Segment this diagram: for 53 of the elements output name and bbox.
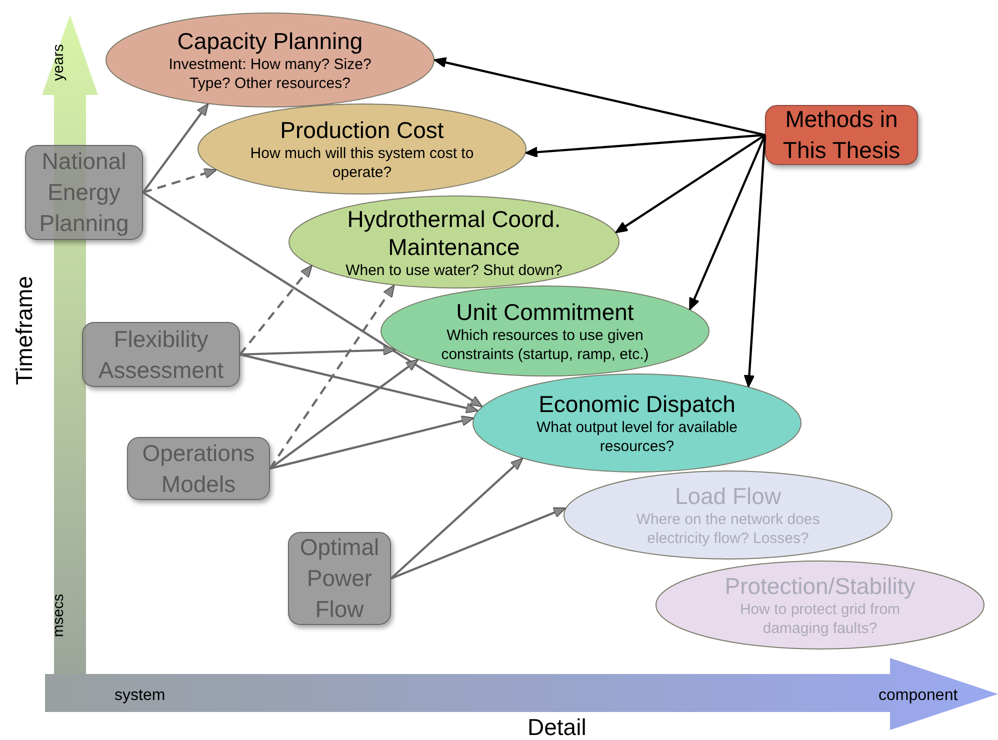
arrow: [142, 168, 217, 194]
arrow: [524, 134, 766, 158]
ellipse-node: [563, 470, 893, 560]
node-title: Unit Commitment: [456, 298, 634, 326]
axis-label: Timeframe: [10, 275, 38, 385]
arrow: [390, 507, 566, 580]
rounded-box: [288, 532, 391, 625]
arrow: [142, 192, 483, 408]
arrow: [240, 344, 396, 356]
node-label: National Energy Planning: [38, 147, 130, 238]
node-title: Production Cost: [280, 116, 444, 144]
arrow: [744, 134, 766, 388]
axis-label: system: [114, 687, 166, 705]
axis-label: years: [49, 44, 66, 80]
ellipse-node: [105, 12, 435, 108]
node-description: Which resources to use given constraints (startup, ramp, etc.): [440, 326, 650, 364]
node-title: Protection/Stability: [724, 572, 916, 600]
arrow: [390, 458, 524, 580]
node-label: Operations Models: [141, 438, 256, 498]
arrow: [615, 134, 766, 234]
node-label: Optimal Power Flow: [298, 533, 380, 624]
arrow: [269, 284, 395, 470]
highlight-box: [765, 105, 918, 165]
rounded-box: [25, 145, 143, 240]
rounded-box: [127, 437, 270, 500]
node-description: Investment: How many? Size? Type? Other resources?: [168, 55, 372, 93]
node-title: Hydrothermal Coord. Maintenance: [346, 204, 562, 260]
axis-label: component: [878, 687, 958, 705]
node-description: How much will this system cost to operate?: [249, 144, 475, 182]
axis-label: msecs: [50, 593, 67, 637]
ellipse-node: [472, 373, 802, 473]
node-label: Methods in This Thesis: [782, 105, 902, 165]
ellipse-node: [288, 195, 620, 289]
arrow: [142, 103, 209, 194]
node-description: Where on the network does electricity flow? Losses?: [635, 510, 821, 548]
arrow: [434, 57, 766, 136]
arrow: [269, 359, 419, 470]
ellipse-node: [655, 560, 985, 650]
axis-label: Detail: [528, 714, 586, 740]
arrow: [270, 416, 474, 470]
node-description: What output level for available resources?: [536, 418, 738, 456]
node-title: Economic Dispatch: [538, 390, 736, 418]
arrow: [240, 353, 479, 414]
node-description: When to use water? Shut down?: [346, 260, 562, 280]
node-description: How to protect grid from damaging faults?: [738, 600, 902, 638]
node-title: Load Flow: [674, 482, 782, 510]
rounded-box: [82, 322, 240, 387]
ellipse-node: [380, 285, 710, 377]
node-label: Flexibility Assessment: [97, 324, 225, 384]
node-title: Capacity Planning: [177, 27, 363, 55]
arrow: [239, 264, 313, 356]
ellipse-node: [197, 103, 527, 195]
arrow: [689, 134, 766, 310]
